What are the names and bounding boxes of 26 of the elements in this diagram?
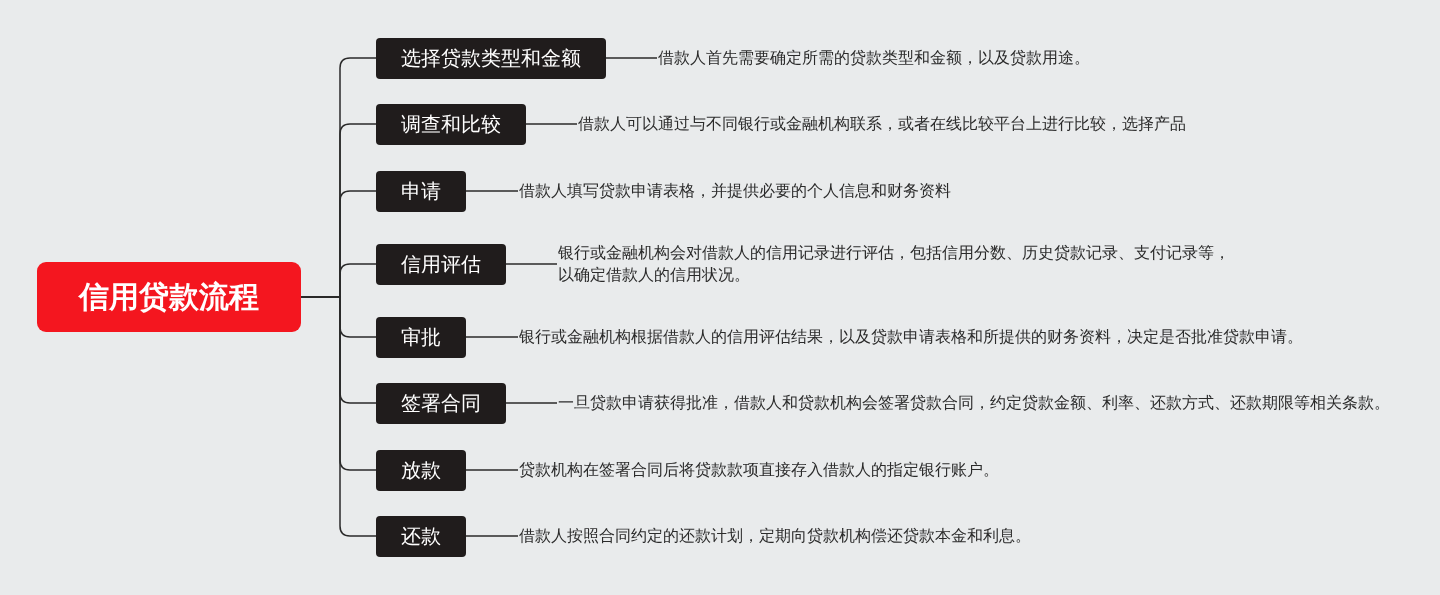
- description-text: 借款人填写贷款申请表格，并提供必要的个人信息和财务资料: [519, 180, 951, 202]
- description-text: 借款人按照合同约定的还款计划，定期向贷款机构偿还贷款本金和利息。: [519, 525, 1031, 547]
- step-box: 签署合同: [376, 382, 506, 424]
- connector-line: [465, 336, 519, 338]
- connector-line: [300, 296, 377, 537]
- step-box: 申请: [376, 170, 466, 212]
- connector-line: [605, 57, 658, 59]
- connector-line: [505, 402, 558, 404]
- description-text: 借款人首先需要确定所需的贷款类型和金额，以及贷款用途。: [658, 47, 1090, 69]
- step-box: 信用评估: [376, 243, 506, 285]
- description-text: 银行或金融机构会对借款人的信用记录进行评估，包括信用分数、历史贷款记录、支付记录等，以确定借款人的信用状况。: [558, 242, 1238, 286]
- description-text: 借款人可以通过与不同银行或金融机构联系，或者在线比较平台上进行比较，选择产品: [578, 113, 1186, 135]
- connector-line: [465, 469, 519, 471]
- step-box: 审批: [376, 316, 466, 358]
- step-box: 还款: [376, 515, 466, 557]
- step-box: 选择贷款类型和金额: [376, 37, 606, 79]
- connector-line: [525, 123, 578, 125]
- connector-line: [465, 535, 519, 537]
- description-text: 银行或金融机构根据借款人的信用评估结果，以及贷款申请表格和所提供的财务资料，决定是否批准贷款申请。: [519, 326, 1303, 348]
- step-box: 调查和比较: [376, 103, 526, 145]
- connector-line: [465, 190, 519, 192]
- topic-box: 信用贷款流程: [37, 262, 301, 332]
- step-box: 放款: [376, 449, 466, 491]
- connector-line: [505, 263, 558, 265]
- description-text: 贷款机构在签署合同后将贷款款项直接存入借款人的指定银行账户。: [519, 459, 999, 481]
- description-text: 一旦贷款申请获得批准，借款人和贷款机构会签署贷款合同，约定贷款金额、利率、还款方式、还款期限等相关条款。: [558, 392, 1390, 414]
